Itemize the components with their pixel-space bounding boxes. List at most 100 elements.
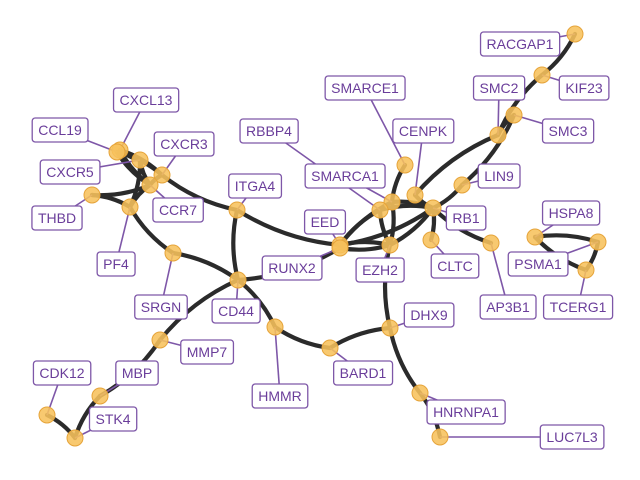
node-mbp[interactable]: [91, 387, 109, 405]
label-box: [324, 75, 406, 101]
node-label-rbbp4: RBBP4: [239, 118, 299, 144]
node-smc3[interactable]: [505, 106, 523, 124]
node-pf4[interactable]: [121, 198, 139, 216]
label-text: CCL19: [38, 122, 82, 138]
node-dhx9[interactable]: [381, 319, 399, 337]
node-label-pf4: PF4: [96, 251, 136, 277]
label-text: SMC3: [549, 123, 588, 139]
label-text: HMMR: [258, 388, 302, 404]
label-box: [261, 255, 323, 281]
node-cdk12[interactable]: [38, 406, 56, 424]
node-label-mmp7: MMP7: [180, 339, 235, 365]
node-label-smc3: SMC3: [541, 118, 595, 144]
label-text: CCR7: [159, 202, 197, 218]
label-text: SMC2: [480, 80, 519, 96]
label-text: LIN9: [484, 168, 514, 184]
node-srgn[interactable]: [164, 244, 182, 262]
label-text: EED: [311, 214, 340, 230]
node-ccl19[interactable]: [108, 143, 126, 161]
label-box: [239, 118, 299, 144]
node-label-smc2: SMC2: [472, 75, 526, 101]
node-ccr7[interactable]: [141, 176, 159, 194]
node-label-cd44: CD44: [211, 298, 261, 324]
label-box: [479, 31, 561, 57]
node-label-hmmr: HMMR: [251, 383, 309, 409]
node-ap3b1[interactable]: [482, 234, 500, 252]
node-label-ccl19: CCL19: [31, 117, 89, 143]
edge-smc3-lin9: [459, 112, 517, 188]
node-tcerg1[interactable]: [577, 261, 595, 279]
label-text: BARD1: [340, 365, 387, 381]
label-box: [477, 163, 521, 189]
label-box: [541, 118, 595, 144]
label-text: SMARCE1: [331, 80, 399, 96]
label-text: EZH2: [362, 262, 398, 278]
node-label-tcerg1: TCERG1: [542, 294, 614, 320]
label-layer: RACGAP1KIF23SMC2SMC3SMARCE1CENPKLIN9SMAR…: [31, 31, 614, 450]
label-box: [426, 399, 506, 425]
label-box: [88, 406, 138, 432]
node-cxcr3[interactable]: [153, 166, 171, 184]
label-box: [507, 251, 569, 277]
node-label-cltc: CLTC: [430, 253, 480, 279]
label-text: CD44: [218, 303, 254, 319]
node-thbd[interactable]: [83, 186, 101, 204]
node-runx2[interactable]: [331, 239, 349, 257]
node-kif23[interactable]: [533, 66, 551, 84]
node-smarca1[interactable]: [383, 193, 401, 211]
label-box: [31, 205, 83, 231]
node-bard1[interactable]: [321, 339, 339, 357]
node-smarce1[interactable]: [396, 156, 414, 174]
node-itga4[interactable]: [228, 201, 246, 219]
label-box: [333, 360, 394, 386]
node-label-ap3b1: AP3B1: [479, 294, 537, 320]
node-cltc[interactable]: [422, 231, 440, 249]
label-text: CDK12: [39, 365, 84, 381]
label-text: PF4: [103, 256, 129, 272]
node-hnrnpa1[interactable]: [411, 384, 429, 402]
label-text: DHX9: [410, 307, 448, 323]
label-box: [541, 200, 601, 226]
node-cxcr5[interactable]: [131, 151, 149, 169]
node-mmp7[interactable]: [151, 331, 169, 349]
node-label-smarca1: SMARCA1: [304, 163, 386, 189]
node-ezh2[interactable]: [381, 236, 399, 254]
label-text: STK4: [95, 411, 130, 427]
label-box: [539, 424, 605, 450]
node-luc7l3[interactable]: [431, 428, 449, 446]
label-text: RB1: [452, 210, 479, 226]
edge-itga4-cd44: [231, 207, 241, 283]
node-smc2[interactable]: [489, 126, 507, 144]
label-box: [445, 205, 487, 231]
node-lin9[interactable]: [453, 176, 471, 194]
label-text: SRGN: [141, 299, 181, 315]
label-text: LUC7L3: [546, 429, 598, 445]
label-box: [472, 75, 526, 101]
node-psma1[interactable]: [589, 233, 607, 251]
label-text: CXCR5: [46, 164, 94, 180]
node-hspa8[interactable]: [526, 228, 544, 246]
node-label-bard1: BARD1: [333, 360, 394, 386]
label-text: HSPA8: [549, 205, 594, 221]
label-box: [355, 257, 405, 283]
node-cenpk[interactable]: [406, 186, 424, 204]
node-cd44[interactable]: [229, 271, 247, 289]
label-text: RBBP4: [246, 123, 292, 139]
label-box: [430, 253, 480, 279]
label-box: [152, 197, 204, 223]
edge-eed-rb1: [337, 205, 436, 248]
node-stk4[interactable]: [66, 429, 84, 447]
node-label-lin9: LIN9: [477, 163, 521, 189]
node-label-dhx9: DHX9: [403, 302, 455, 328]
label-box: [32, 360, 92, 386]
node-label-cdk12: CDK12: [32, 360, 92, 386]
node-rb1[interactable]: [424, 199, 442, 217]
label-box: [403, 302, 455, 328]
node-label-kif23: KIF23: [558, 75, 610, 101]
node-hmmr[interactable]: [266, 318, 284, 336]
node-label-stk4: STK4: [88, 406, 138, 432]
node-label-hspa8: HSPA8: [541, 200, 601, 226]
node-rbbp4[interactable]: [371, 201, 389, 219]
label-text: MMP7: [187, 344, 228, 360]
node-racgap1[interactable]: [566, 25, 584, 43]
